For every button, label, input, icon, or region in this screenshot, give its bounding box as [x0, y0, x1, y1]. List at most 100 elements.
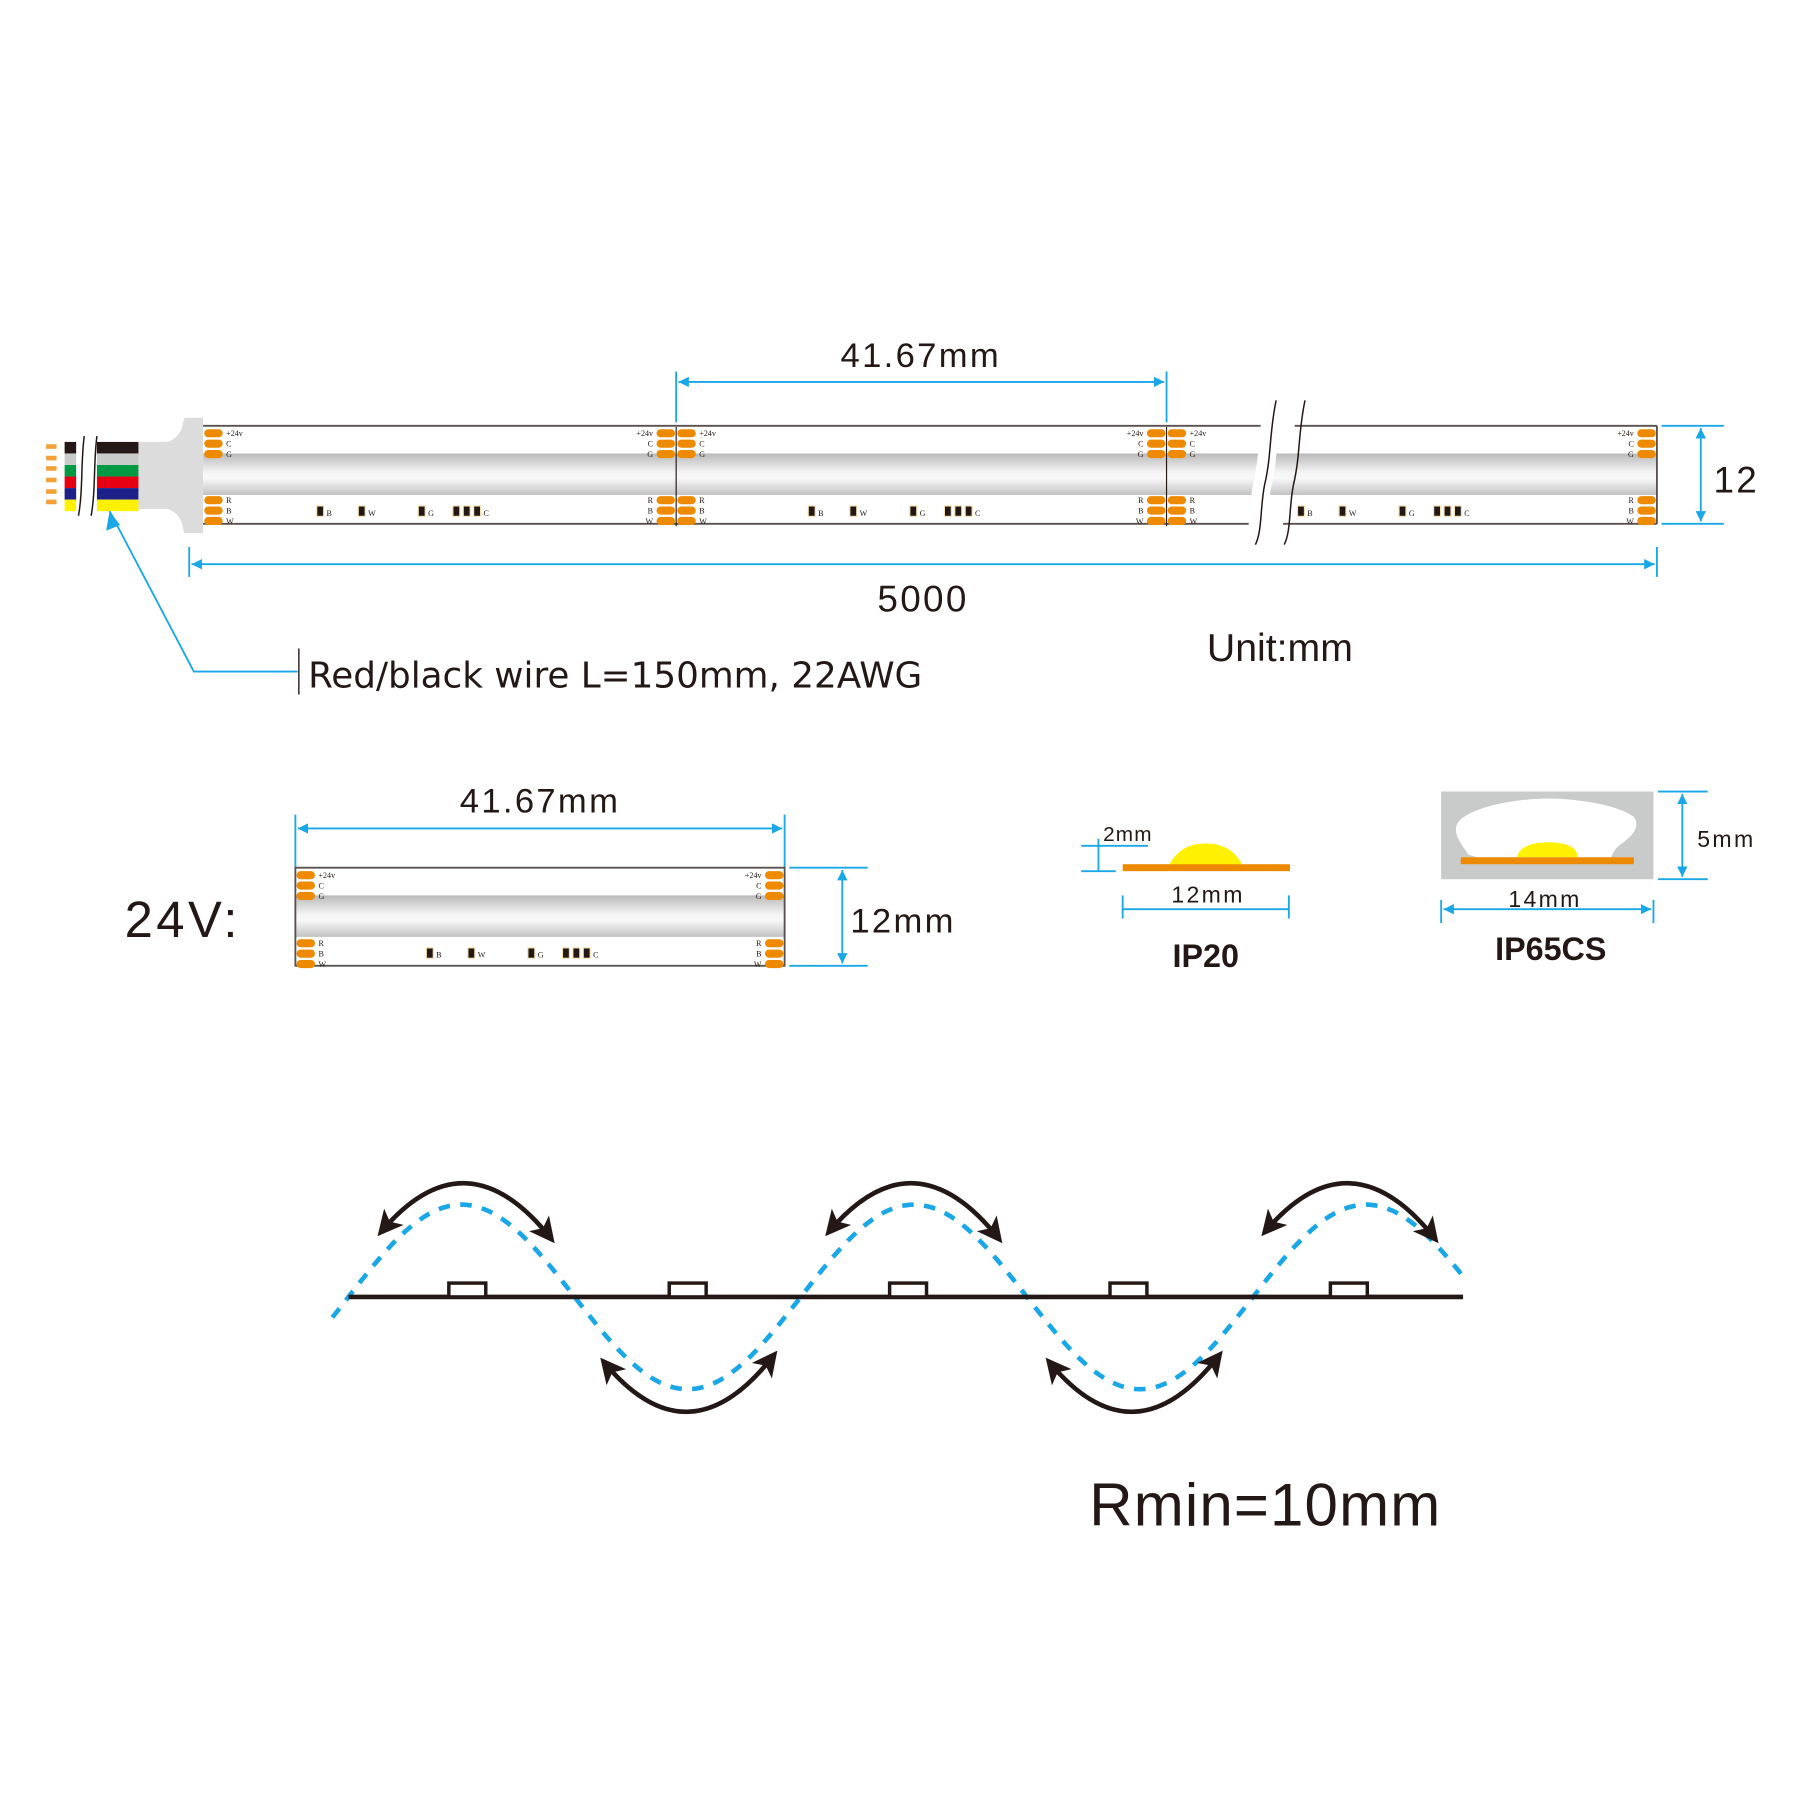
led-chip-label: C	[483, 509, 488, 518]
led-chip-label: G	[428, 509, 434, 518]
led-chip	[474, 506, 480, 516]
led-chip	[317, 506, 324, 516]
led-chip	[1444, 506, 1451, 516]
bend-double-arrow	[1261, 1180, 1439, 1244]
led-chip-label: C	[593, 951, 598, 960]
solder-pad	[677, 439, 696, 448]
solder-pad	[1637, 506, 1656, 515]
solder-pad	[296, 949, 315, 958]
solder-pad	[765, 960, 784, 969]
led-chip	[573, 948, 580, 958]
pad-label: B	[1190, 506, 1195, 515]
pad-label: C	[756, 881, 761, 890]
pad-label: W	[754, 960, 762, 969]
pad-label: R	[226, 496, 232, 505]
solder-pad	[656, 439, 675, 448]
end-cap	[138, 417, 204, 534]
pad-label: W	[1190, 517, 1198, 526]
wire-break-mark	[77, 436, 85, 516]
solder-pad	[204, 439, 223, 448]
solder-pad	[656, 450, 675, 459]
led-chip	[563, 948, 569, 958]
led-chip-label: B	[818, 509, 823, 518]
bend-led-marker	[447, 1281, 488, 1299]
bend-led-markers	[447, 1281, 1370, 1299]
pad-label: +24v	[1617, 429, 1635, 438]
break-mark-right	[1283, 400, 1306, 545]
ip20-title: IP20	[1173, 938, 1239, 974]
led-chip	[955, 506, 962, 516]
pad-label: C	[1628, 440, 1633, 449]
ip65cs-pcb	[1460, 857, 1634, 865]
pad-label: W	[1626, 517, 1634, 526]
wire-black	[64, 441, 77, 454]
led-chip-label: W	[478, 951, 486, 960]
led-chip	[463, 506, 470, 516]
led-chip	[1339, 506, 1346, 516]
wire-blue	[64, 488, 77, 500]
led-chip	[358, 506, 365, 516]
bend-led-marker	[1108, 1281, 1149, 1299]
pad-label: +24v	[1127, 429, 1145, 438]
solder-pad	[765, 891, 784, 900]
pad-label: B	[318, 950, 323, 959]
pad-label: +24v	[699, 429, 717, 438]
pad-label: +24v	[1190, 429, 1208, 438]
solder-pad	[765, 939, 784, 948]
break-mark-left	[1254, 400, 1277, 545]
led-chip-label: W	[860, 509, 868, 518]
pad-label: W	[226, 517, 234, 526]
rmin-label: Rmin=10mm	[1089, 1471, 1441, 1538]
pad-label: R	[699, 496, 705, 505]
pad-label: B	[699, 506, 704, 515]
cross-section-ip20: 2mm 12mm IP20	[1081, 823, 1290, 974]
led-chip-label: G	[920, 509, 926, 518]
strip-body	[203, 399, 1658, 549]
led-chip	[528, 948, 535, 958]
wire-red	[64, 476, 77, 489]
pad-label: W	[1136, 517, 1144, 526]
total-length-label: 5000	[877, 579, 968, 620]
solder-pad	[1167, 429, 1187, 438]
segment-width-label: 12mm	[850, 902, 955, 940]
wire-bundle	[46, 436, 139, 516]
solder-pad	[677, 496, 696, 505]
voltage-label: 24V:	[125, 891, 241, 948]
led-chip	[945, 506, 951, 516]
solder-pad	[296, 939, 315, 948]
pad-label: +24v	[636, 429, 654, 438]
led-chip	[453, 506, 460, 516]
pad-label: +24v	[318, 871, 336, 880]
solder-pad	[656, 429, 675, 438]
led-chip	[1298, 506, 1304, 516]
solder-pad	[677, 450, 696, 459]
led-chip-label: B	[327, 509, 332, 518]
led-chip-label: W	[368, 509, 376, 518]
bend-double-arrow	[600, 1350, 778, 1415]
led-chip	[850, 506, 857, 516]
led-chip	[1455, 506, 1461, 516]
pad-label: R	[1190, 496, 1196, 505]
solder-pad	[1167, 450, 1187, 459]
ip65cs-phosphor	[1517, 842, 1578, 858]
segment-pitch-label: 41.67mm	[460, 782, 620, 820]
cross-section-ip65cs: 5mm 14mm IP65CS	[1440, 790, 1753, 967]
bend-double-arrow	[377, 1180, 555, 1244]
pad-label: B	[1628, 506, 1633, 515]
solder-pad	[204, 496, 223, 505]
solder-pad	[1637, 496, 1656, 505]
pitch-label: 41.67mm	[841, 337, 1001, 375]
solder-pad	[1146, 439, 1166, 448]
solder-pad	[1637, 429, 1656, 438]
pad-label: B	[648, 506, 653, 515]
solder-pad	[677, 506, 696, 515]
led-chip	[418, 506, 425, 516]
led-chip-label: C	[1464, 509, 1469, 518]
solder-pad	[1146, 506, 1166, 515]
pad-label: +24v	[745, 871, 763, 880]
led-chip	[910, 506, 917, 516]
solder-pad	[656, 496, 675, 505]
ip65cs-title: IP65CS	[1495, 931, 1606, 967]
